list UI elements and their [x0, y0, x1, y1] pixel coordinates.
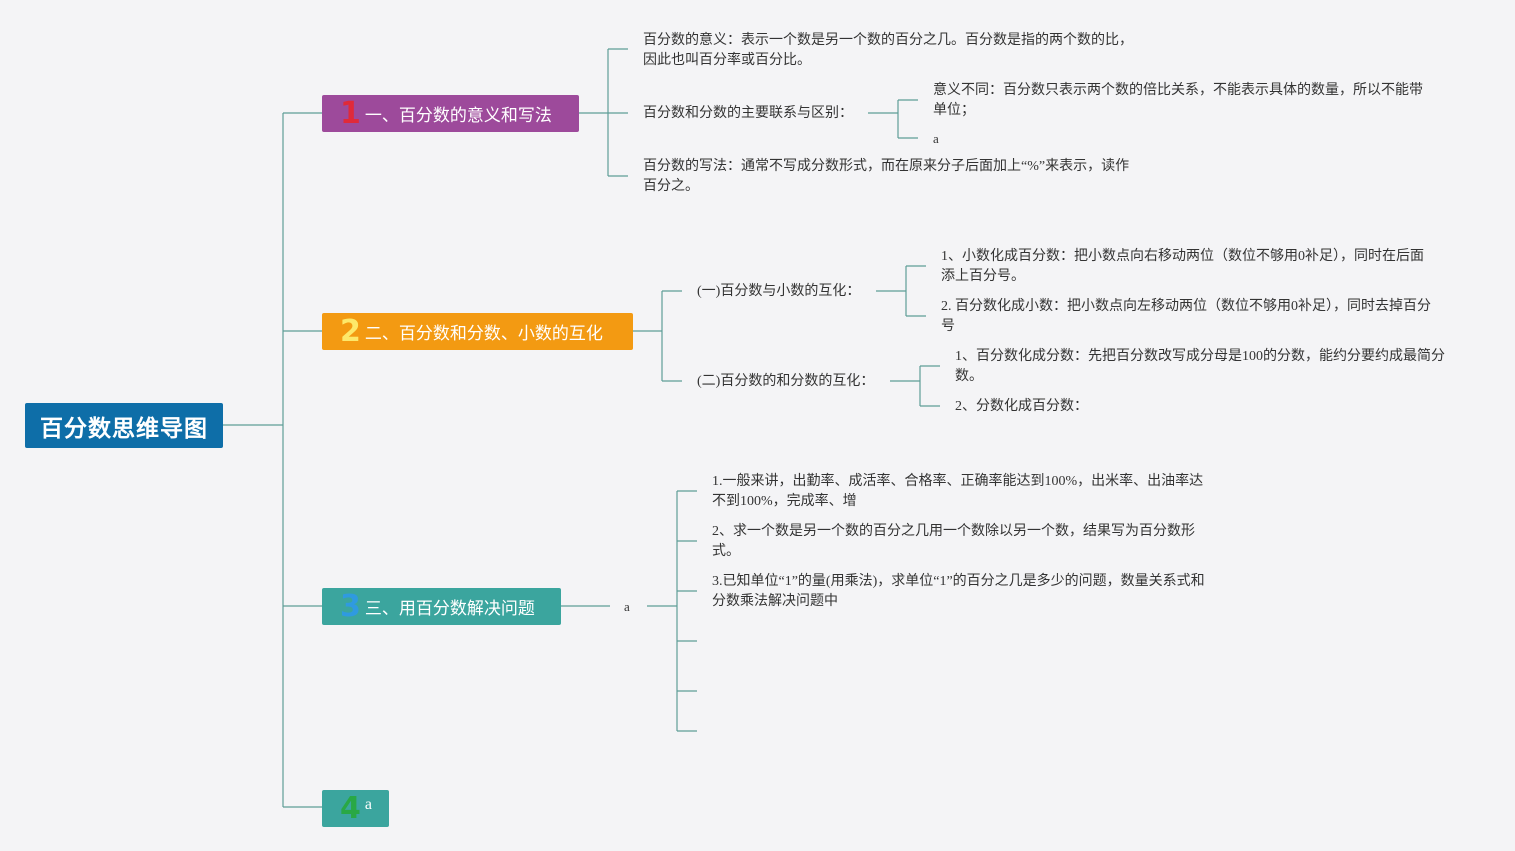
leaf-text-line: 百分之。: [643, 179, 699, 194]
branch-node-1[interactable]: 1 一、百分数的意义和写法: [322, 95, 579, 132]
branch-label-2: 二、百分数和分数、小数的互化: [364, 324, 603, 344]
leaf-node[interactable]: 1.一般来讲，出勤率、成活率、合格率、正确率能达到100%，出米率、出油率达 不…: [712, 472, 1203, 512]
branch-number-3: 3: [340, 589, 361, 624]
subtopic-node[interactable]: a: [624, 597, 630, 617]
subtopic-text: 百分数和分数的主要联系与区别：: [643, 106, 853, 121]
leaf-node[interactable]: 意义不同：百分数只表示两个数的倍比关系，不能表示具体的数量，所以不能带 单位；: [933, 81, 1423, 121]
leaf-text-line: 单位；: [933, 103, 975, 118]
leaf-text-line: 2、求一个数是另一个数的百分之几用一个数除以另一个数，结果写为百分数形: [712, 524, 1195, 539]
leaf-text-line: 百分数的意义：表示一个数是另一个数的百分之几。百分数是指的两个数的比，: [643, 33, 1133, 48]
leaf-text-line: 号: [941, 319, 955, 334]
leaf-node[interactable]: 1、百分数化成分数：先把百分数改写成分母是100的分数，能约分要约成最简分 数。: [955, 347, 1445, 387]
leaf-text-line: 式。: [712, 544, 740, 559]
branch-node-3[interactable]: 3 三、用百分数解决问题: [322, 588, 561, 625]
leaf-text-line: 不到100%，完成率、增: [712, 494, 857, 509]
branch-node-4[interactable]: 4 a: [322, 790, 389, 827]
branch-label-4: a: [364, 795, 372, 813]
subtopic-node[interactable]: (一)百分数与小数的互化：: [697, 282, 860, 302]
leaf-text-line: 3.已知单位“1”的量(用乘法)，求单位“1”的百分之几是多少的问题，数量关系式…: [712, 574, 1205, 589]
leaf-text-line: 2. 百分数化成小数：把小数点向左移动两位（数位不够用0补足），同时去掉百分: [941, 299, 1431, 314]
leaf-text-line: 百分数的写法：通常不写成分数形式，而在原来分子后面加上“%”来表示，读作: [643, 159, 1130, 174]
leaf-text-line: 因此也叫百分率或百分比。: [643, 53, 811, 68]
leaf-text-line: 添上百分号。: [941, 269, 1025, 284]
leaf-node[interactable]: a: [933, 129, 939, 149]
leaf-node[interactable]: 百分数的写法：通常不写成分数形式，而在原来分子后面加上“%”来表示，读作 百分之…: [643, 157, 1129, 197]
branch-label-1: 一、百分数的意义和写法: [364, 106, 552, 126]
leaf-text-line: 数。: [955, 369, 983, 384]
branch-node-2[interactable]: 2 二、百分数和分数、小数的互化: [322, 313, 633, 350]
leaf-text: a: [933, 131, 939, 146]
leaf-node[interactable]: 3.已知单位“1”的量(用乘法)，求单位“1”的百分之几是多少的问题，数量关系式…: [712, 572, 1205, 612]
leaf-node[interactable]: 百分数的意义：表示一个数是另一个数的百分之几。百分数是指的两个数的比， 因此也叫…: [643, 31, 1133, 71]
root-node[interactable]: 百分数思维导图: [25, 403, 223, 448]
leaf-text-line: 分数乘法解决问题中: [712, 594, 838, 609]
leaf-text-line: 1、小数化成百分数：把小数点向右移动两位（数位不够用0补足），同时在后面: [941, 249, 1424, 264]
leaf-text-line: 1.一般来讲，出勤率、成活率、合格率、正确率能达到100%，出米率、出油率达: [712, 474, 1204, 489]
leaf-text-line: 意义不同：百分数只表示两个数的倍比关系，不能表示具体的数量，所以不能带: [933, 83, 1423, 98]
root-title: 百分数思维导图: [40, 415, 208, 442]
leaf-node[interactable]: 2. 百分数化成小数：把小数点向左移动两位（数位不够用0补足），同时去掉百分 号: [941, 297, 1431, 337]
branch-number-4: 4: [340, 791, 361, 826]
subtopic-node[interactable]: 百分数和分数的主要联系与区别：: [643, 104, 853, 124]
branch-label-3: 三、用百分数解决问题: [364, 599, 535, 619]
leaf-node[interactable]: 2、求一个数是另一个数的百分之几用一个数除以另一个数，结果写为百分数形 式。: [712, 522, 1195, 562]
leaf-text-line: 1、百分数化成分数：先把百分数改写成分母是100的分数，能约分要约成最简分: [955, 349, 1445, 364]
leaf-node[interactable]: 1、小数化成百分数：把小数点向右移动两位（数位不够用0补足），同时在后面 添上百…: [941, 247, 1424, 287]
branch-number-1: 1: [340, 96, 361, 131]
subtopic-text: a: [624, 599, 630, 614]
subtopic-text: (二)百分数的和分数的互化：: [697, 374, 875, 389]
leaf-node[interactable]: 2、分数化成百分数：: [955, 397, 1088, 417]
subtopic-text: (一)百分数与小数的互化：: [697, 284, 861, 299]
subtopic-node[interactable]: (二)百分数的和分数的互化：: [697, 372, 874, 392]
leaf-text: 2、分数化成百分数：: [955, 399, 1088, 414]
branch-number-2: 2: [340, 314, 361, 349]
